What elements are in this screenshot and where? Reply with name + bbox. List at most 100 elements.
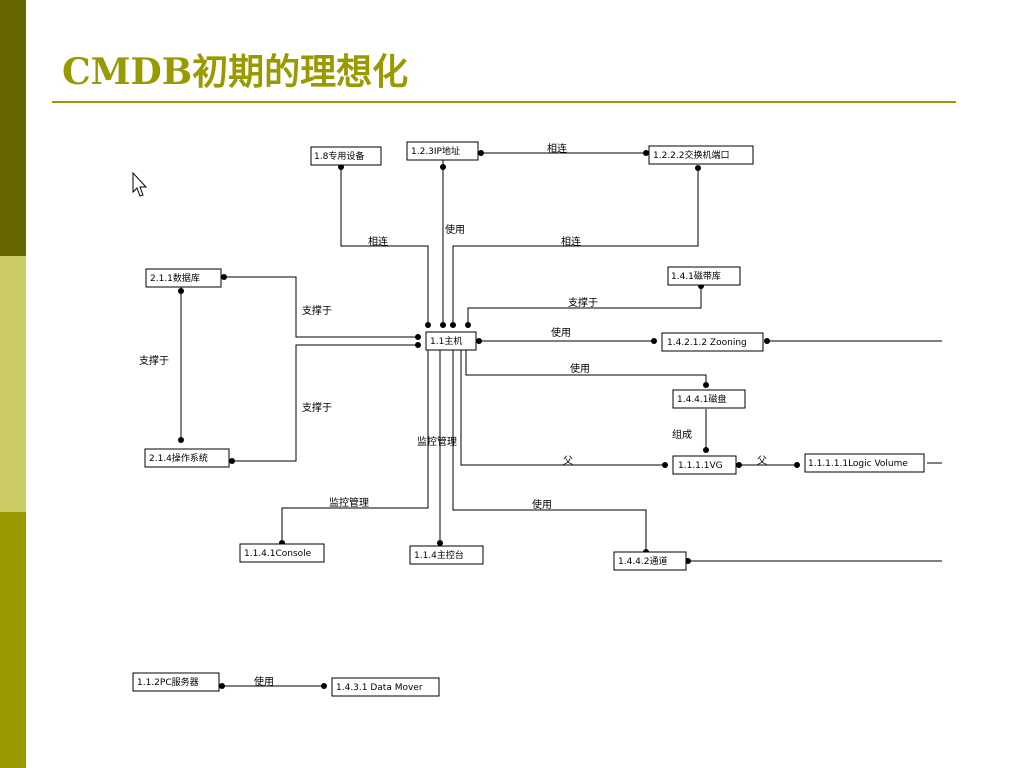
node-label: 1.4.3.1 Data Mover xyxy=(336,683,423,693)
connector-dot xyxy=(450,322,456,328)
connector-dot xyxy=(178,437,184,443)
edge-label: 监控管理 xyxy=(417,435,457,448)
node-1.8-special-device: 1.8专用设备 xyxy=(310,146,382,166)
node-label: 1.4.4.1磁盘 xyxy=(677,393,727,405)
node-label: 1.4.1磁带库 xyxy=(671,270,721,282)
node-box xyxy=(239,543,325,563)
mouse-pointer-icon xyxy=(132,171,148,197)
connector-dot xyxy=(229,458,235,464)
edge-database-host xyxy=(224,276,418,338)
edge-label: 相连 xyxy=(368,235,388,248)
connector-dots xyxy=(178,150,800,689)
node-1.1.4-main-console: 1.1.4主控台 xyxy=(409,545,484,565)
edge-label: 相连 xyxy=(561,235,581,248)
edge-label: 父 xyxy=(563,455,573,467)
node-box xyxy=(672,455,737,475)
connector-dot xyxy=(440,322,446,328)
node-1.4.4.2-channel: 1.4.4.2通道 xyxy=(613,551,687,571)
node-1.2.2.2-switch-port: 1.2.2.2交换机端口 xyxy=(648,145,754,165)
side-band-olive xyxy=(0,512,26,768)
connector-dot xyxy=(643,150,649,156)
node-1.4.3.1-data-mover: 1.4.3.1 Data Mover xyxy=(331,677,440,697)
node-label: 1.2.3IP地址 xyxy=(411,145,460,157)
node-1.4.2.1.2-zooning: 1.4.2.1.2 Zooning xyxy=(661,332,764,352)
edge-label: 使用 xyxy=(254,675,274,688)
node-label: 1.4.2.1.2 Zooning xyxy=(667,338,747,348)
node-label: 1.4.4.2通道 xyxy=(618,555,668,567)
node-box xyxy=(409,545,484,565)
edge-switchport-host xyxy=(452,168,699,325)
edge-label: 监控管理 xyxy=(329,496,369,509)
node-label: 2.1.4操作系统 xyxy=(149,452,208,464)
edge-os-host xyxy=(232,344,418,462)
title-divider xyxy=(52,101,956,103)
node-label: 1.2.2.2交换机端口 xyxy=(653,149,730,161)
node-box xyxy=(661,332,764,352)
node-label: 1.1.1.1.1Logic Volume xyxy=(808,459,908,469)
node-label: 1.1.4.1Console xyxy=(244,549,312,559)
edge-labels: 相连 使用 相连 相连 支撑于 支撑于 使用 支撑于 使用 支撑于 组成 监控管… xyxy=(139,142,767,688)
connector-dot xyxy=(764,338,770,344)
connector-dot xyxy=(440,164,446,170)
connector-dot xyxy=(178,288,184,294)
node-2.1.1-database: 2.1.1数据库 xyxy=(145,268,222,288)
node-box xyxy=(804,453,925,473)
node-1.1.1.1.1-logic-volume: 1.1.1.1.1Logic Volume xyxy=(804,453,925,473)
node-box xyxy=(613,551,687,571)
node-label: 1.1.4主控台 xyxy=(414,549,464,561)
connector-dot xyxy=(321,683,327,689)
diagram-nodes: 1.8专用设备 1.2.3IP地址 1.2.2.2交换机端口 2.1.1数据库 … xyxy=(132,141,925,697)
edge-label: 使用 xyxy=(551,326,571,339)
node-1.1.2-pc-server: 1.1.2PC服务器 xyxy=(132,672,220,692)
edge-label: 使用 xyxy=(532,498,552,511)
edge-label: 相连 xyxy=(547,142,567,155)
node-box xyxy=(667,266,741,286)
slide-title: CMDB初期的理想化 xyxy=(62,51,409,93)
edge-label: 组成 xyxy=(672,428,692,441)
connector-dot xyxy=(736,462,742,468)
connector-dot xyxy=(703,447,709,453)
edge-host-disk xyxy=(465,349,707,385)
side-band-light xyxy=(0,256,26,512)
connector-dot xyxy=(662,462,668,468)
connector-dot xyxy=(221,274,227,280)
edge-label: 父 xyxy=(757,455,767,467)
edge-label: 支撑于 xyxy=(568,296,598,309)
node-label: 1.8专用设备 xyxy=(314,150,364,162)
connector-dot xyxy=(651,338,657,344)
diagram-edges xyxy=(180,152,942,687)
node-box xyxy=(406,141,479,161)
connector-dot xyxy=(415,342,421,348)
edge-label: 支撑于 xyxy=(302,401,332,414)
node-box xyxy=(144,448,230,468)
node-1.1.4.1-console: 1.1.4.1Console xyxy=(239,543,325,563)
node-1.1-host: 1.1主机 xyxy=(425,331,477,351)
connector-dot xyxy=(465,322,471,328)
connector-dot xyxy=(478,150,484,156)
node-1.4.1-tape-library: 1.4.1磁带库 xyxy=(667,266,741,286)
node-label: 2.1.1数据库 xyxy=(150,272,200,284)
edge-label: 使用 xyxy=(445,223,465,236)
node-1.4.4.1-disk: 1.4.4.1磁盘 xyxy=(672,389,746,409)
side-band-dark xyxy=(0,0,26,256)
edge-label: 支撑于 xyxy=(302,304,332,317)
edge-label: 使用 xyxy=(570,362,590,375)
connector-dot xyxy=(476,338,482,344)
connector-dot xyxy=(415,334,421,340)
node-box xyxy=(425,331,477,351)
node-label: 1.1.2PC服务器 xyxy=(137,676,199,688)
edge-tapelib-host xyxy=(467,286,702,325)
node-box xyxy=(132,672,220,692)
edge-host-channel xyxy=(452,349,647,552)
node-box xyxy=(648,145,754,165)
connector-dot xyxy=(794,462,800,468)
node-1.1.1.1-vg: 1.1.1.1VG xyxy=(672,455,737,475)
node-box xyxy=(310,146,382,166)
connector-dot xyxy=(425,322,431,328)
node-box xyxy=(145,268,222,288)
node-label: 1.1主机 xyxy=(430,335,462,347)
node-box xyxy=(331,677,440,697)
edge-host-console xyxy=(281,349,429,543)
node-label: 1.1.1.1VG xyxy=(678,461,723,471)
